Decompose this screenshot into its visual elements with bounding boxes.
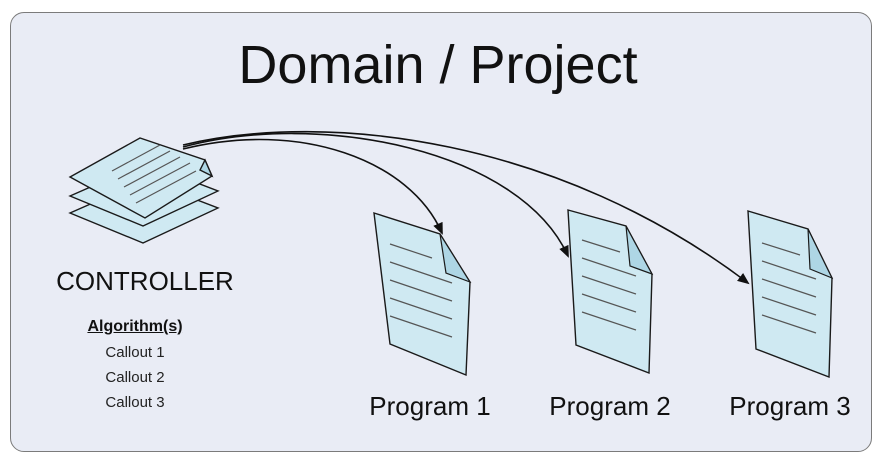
program-3-document-icon	[747, 210, 834, 379]
controller-stack-icon	[68, 137, 220, 244]
program-3-label: Program 3	[729, 391, 851, 421]
algorithm-heading: Algorithm(s)	[87, 318, 183, 335]
arrow-to-program-1	[182, 138, 443, 235]
program-2-label: Program 2	[549, 391, 671, 421]
controller-label: CONTROLLER	[56, 266, 234, 296]
callout-2: Callout 2	[105, 369, 165, 386]
arrow-to-program-3	[182, 130, 750, 285]
arrow-to-program-2	[182, 132, 569, 258]
callout-1: Callout 1	[105, 344, 165, 361]
program-1-label: Program 1	[369, 391, 491, 421]
program-2-document-icon	[567, 209, 654, 375]
callout-3: Callout 3	[105, 394, 165, 411]
program-1-document-icon	[373, 212, 472, 377]
diagram-title: Domain / Project	[238, 35, 638, 95]
